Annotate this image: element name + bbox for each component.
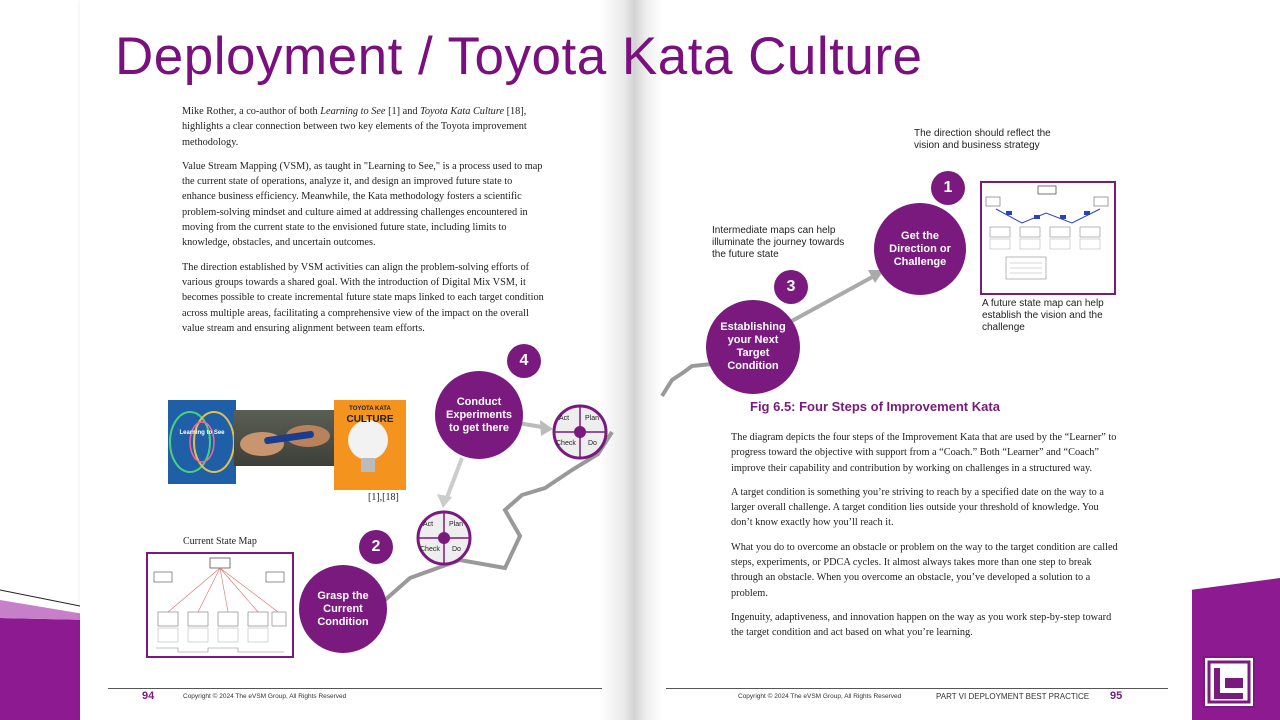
evsm-logo-icon [1203, 656, 1255, 708]
note-intermediate: Intermediate maps can help illuminate th… [712, 225, 845, 260]
citation: [1],[18] [368, 492, 399, 503]
pdca-check-label: Check [420, 546, 440, 553]
pdca-do-label: Do [452, 546, 461, 553]
step1-circle: Get the Direction or Challenge [874, 203, 966, 295]
step4-number: 4 [507, 344, 541, 378]
current-state-map [146, 552, 294, 658]
right-page-number: 95 [1110, 690, 1123, 702]
learning-to-see-cover: Learning to See [168, 400, 236, 484]
left-page-number: 94 [142, 690, 155, 702]
step3-circle: Establishing your Next Target Condition [706, 300, 800, 394]
pdca-check-label: Check [556, 440, 576, 447]
book2-title-line1: TOYOTA KATA [349, 406, 391, 412]
pdca-do-label: Do [588, 440, 597, 447]
step3-label: Establishing your Next Target Condition [720, 321, 786, 372]
right-paragraph-3: What you do to overcome an obstacle or p… [731, 541, 1118, 599]
left-copyright: Copyright © 2024 The eVSM Group, All Rig… [183, 693, 347, 700]
pdca-plan-label: Plan [449, 521, 464, 528]
books-image: Learning to See TOYOTA KATA CULTURE [168, 400, 408, 490]
pdca-plan-label: Plan [585, 415, 600, 422]
pdca-wheel-left: Act Plan Check Do [416, 510, 472, 566]
slide-decoration-left [0, 589, 90, 720]
pdca-act-label: Act [559, 415, 570, 422]
hands-image [234, 410, 334, 466]
right-paragraph-1: The diagram depicts the four steps of th… [731, 432, 1117, 474]
slide-title: Deployment / Toyota Kata Culture [115, 27, 923, 86]
step2-number: 2 [359, 530, 393, 564]
note-future: A future state map can help establish th… [982, 298, 1104, 333]
left-page-text: Mike Rother, a co-author of both Learnin… [182, 104, 548, 345]
step4-circle: Conduct Experiments to get there [435, 371, 523, 459]
left-paragraph-3: The direction established by VSM activit… [182, 261, 544, 334]
book2-title-line2: CULTURE [346, 414, 394, 425]
toyota-kata-culture-cover: TOYOTA KATA CULTURE [334, 400, 406, 490]
future-state-map [980, 181, 1116, 295]
step1-label: Get the Direction or Challenge [889, 229, 951, 268]
figure-caption: Fig 6.5: Four Steps of Improvement Kata [750, 399, 1000, 414]
right-footer-rule [666, 688, 1168, 689]
right-section-label: PART VI DEPLOYMENT BEST PRACTICE [936, 692, 1090, 701]
step4-label: Conduct Experiments to get there [445, 395, 513, 434]
right-copyright: Copyright © 2024 The eVSM Group, All Rig… [738, 693, 902, 700]
left-paragraph-2: Value Stream Mapping (VSM), as taught in… [182, 160, 543, 249]
book1-title: Learning to See [179, 430, 225, 436]
current-state-map-label: Current State Map [183, 536, 257, 547]
step2-label: Grasp the Current Condition [317, 589, 369, 628]
right-paragraph-2: A target condition is something you’re s… [731, 486, 1104, 529]
left-footer-rule [108, 688, 602, 689]
note-direction: The direction should reflect the vision … [914, 128, 1051, 151]
right-page-text: The diagram depicts the four steps of th… [731, 430, 1121, 650]
step3-number: 3 [774, 270, 808, 304]
right-paragraph-4: Ingenuity, adaptiveness, and innovation … [731, 611, 1112, 639]
left-paragraph-1: Mike Rother, a co-author of both Learnin… [182, 106, 527, 148]
step1-number: 1 [931, 171, 965, 205]
pdca-act-label: Act [423, 521, 434, 528]
book-gutter [600, 0, 662, 720]
pdca-wheel-right: Act Plan Check Do [552, 404, 608, 460]
step2-circle: Grasp the Current Condition [299, 565, 387, 653]
